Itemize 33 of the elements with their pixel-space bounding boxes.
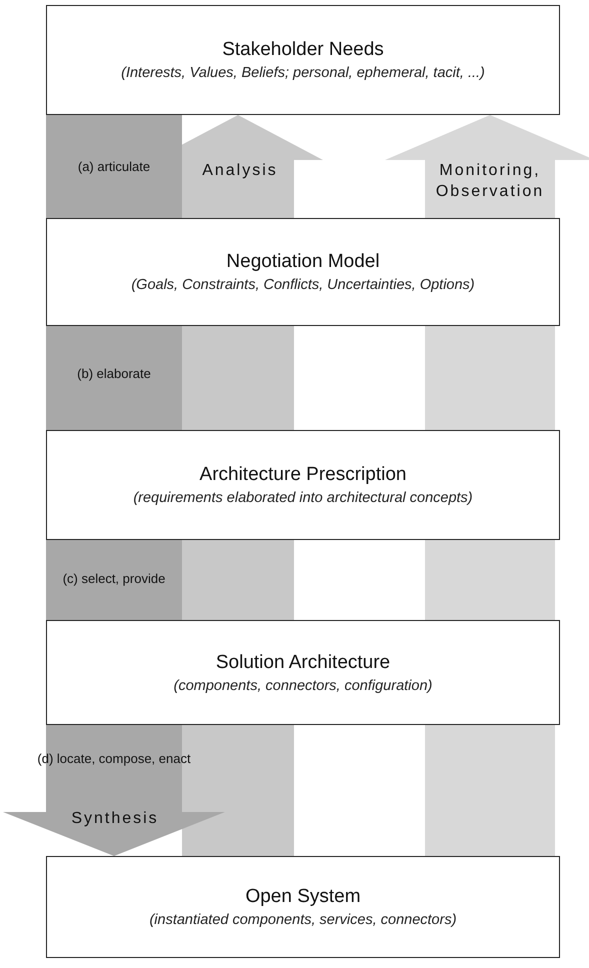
arrow-band — [46, 115, 182, 218]
block-arrow — [385, 115, 589, 218]
layer-title: Solution Architecture — [216, 652, 390, 674]
layer-box — [46, 856, 560, 958]
arrow-band — [425, 540, 555, 620]
layer-title: Negotiation Model — [226, 251, 380, 273]
layer-box — [46, 218, 560, 326]
layer-description: (Interests, Values, Beliefs; personal, ephemeral, tacit, ...) — [121, 65, 485, 81]
arrow-band — [46, 326, 182, 430]
layer-box — [46, 5, 560, 115]
step-label: (a) articulate — [76, 158, 152, 175]
arrow-label: Analysis — [201, 161, 279, 181]
arrow-band — [425, 326, 555, 430]
arrow-band — [182, 540, 294, 620]
layer-title: Open System — [245, 886, 361, 908]
layer-description: (Goals, Constraints, Conflicts, Uncertainties, Options) — [131, 277, 475, 293]
arrow-label: Monitoring, Observation — [434, 161, 546, 202]
step-label: (c) select, provide — [62, 570, 166, 587]
arrow-band — [46, 540, 182, 620]
layer-title: Architecture Prescription — [200, 464, 406, 486]
block-arrow — [3, 725, 225, 856]
arrow-band — [182, 725, 294, 856]
layer-description: (instantiated components, services, connectors) — [149, 912, 457, 928]
step-label: (b) elaborate — [76, 365, 152, 382]
step-label: (d) locate, compose, enact — [36, 750, 192, 767]
arrow-label: Synthesis — [70, 809, 160, 829]
layer-title: Stakeholder Needs — [222, 39, 384, 61]
arrow-band — [425, 725, 555, 856]
arrow-band — [182, 326, 294, 430]
layer-box — [46, 620, 560, 725]
layer-description: (components, connectors, configuration) — [174, 678, 432, 694]
layer-box — [46, 430, 560, 540]
layer-description: (requirements elaborated into architectural concepts) — [133, 490, 473, 506]
